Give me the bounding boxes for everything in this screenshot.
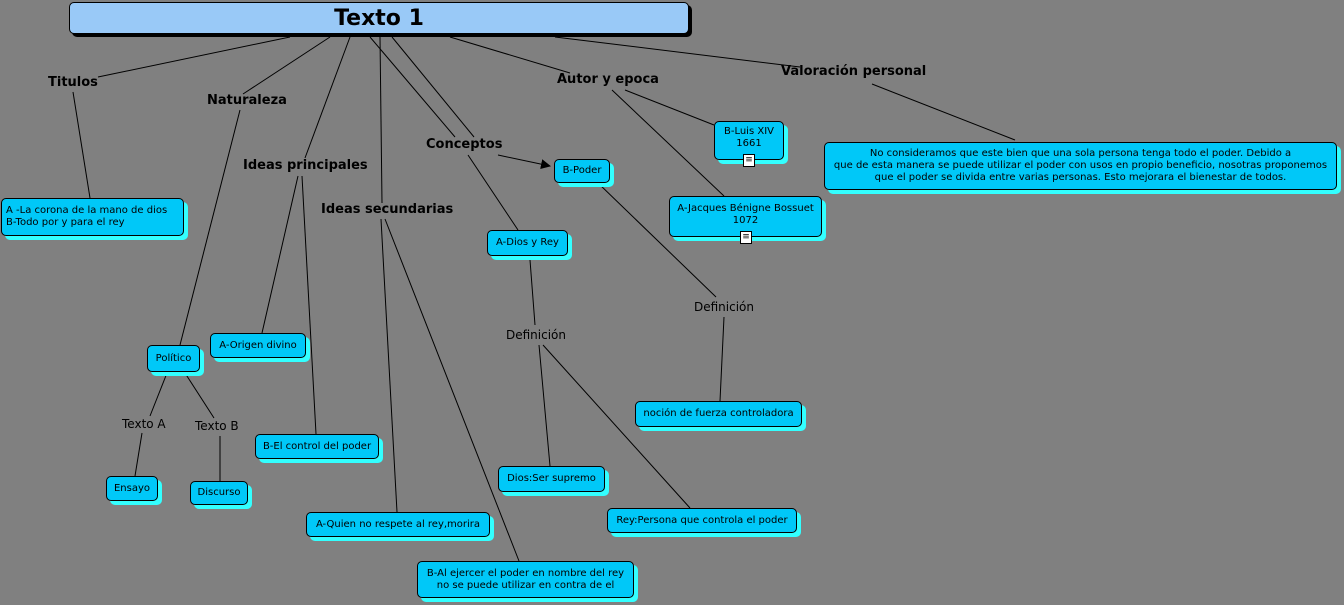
valoracion-line-3: que el poder se divida entre varias pers… (874, 172, 1287, 183)
node-dios-y-rey[interactable]: A-Dios y Rey (487, 230, 568, 256)
document-icon[interactable]: ≡ (740, 231, 752, 244)
node-b-poder[interactable]: B-Poder (554, 159, 610, 183)
document-icon[interactable]: ≡ (743, 154, 755, 167)
label-definicion-poder[interactable]: Definición (694, 300, 754, 314)
node-quien-no-respete[interactable]: A-Quien no respete al rey,morira (306, 512, 490, 537)
link-title-autor (449, 36, 571, 74)
link-titulos-box (72, 91, 91, 199)
link-diosrey-def (529, 259, 536, 326)
label-conceptos[interactable]: Conceptos (426, 137, 503, 152)
node-control-poder[interactable]: B-El control del poder (255, 434, 379, 459)
label-naturaleza[interactable]: Naturaleza (207, 93, 287, 108)
node-discurso[interactable]: Discurso (190, 481, 248, 505)
node-politico[interactable]: Político (147, 345, 200, 372)
link-is-aljercer (384, 218, 520, 562)
link-politico-textob (184, 372, 215, 419)
link-title-ideas-mid (391, 36, 475, 138)
node-luis-line-2: 1661 (736, 138, 762, 149)
node-luis-xiv[interactable]: B-Luis XIV 1661 (714, 121, 784, 160)
valoracion-line-1: No consideramos que este bien que una so… (869, 148, 1292, 159)
node-al-ejercer-line-2: no se puede utilizar en contra de el (436, 579, 615, 591)
link-title-valoracion (554, 36, 801, 68)
valoracion-line-2: que de esta manera se puede utilizar el … (833, 160, 1328, 171)
label-texto-a[interactable]: Texto A (122, 417, 166, 431)
node-jacques-line-1: A-Jacques Bénigne Bossuet (677, 203, 814, 214)
link-title-ideas-principales (304, 36, 351, 159)
link-title-conceptos (369, 36, 456, 138)
node-al-ejercer-line-1: B-Al ejercer el poder en nombre del rey (426, 567, 625, 579)
link-conceptos-bpoder (497, 154, 551, 170)
link-title-naturaleza (242, 36, 331, 95)
node-valoracion-text[interactable]: No consideramos que este bien que una so… (824, 142, 1337, 190)
node-titulos-box[interactable]: A -La corona de la mano de dios B-Todo p… (1, 198, 184, 236)
node-jacques[interactable]: A-Jacques Bénigne Bossuet 1072 (669, 196, 822, 237)
link-autor-luis (624, 89, 715, 126)
node-nocion-fuerza[interactable]: noción de fuerza controladora (635, 401, 802, 427)
link-ip-control (301, 175, 317, 435)
link-textoa-ensayo (134, 432, 143, 477)
link-politico-textoa (149, 372, 168, 417)
label-titulos[interactable]: Titulos (48, 75, 98, 90)
label-texto-b[interactable]: Texto B (195, 419, 239, 433)
link-ip-origen (261, 175, 299, 334)
link-title-titulos (97, 36, 291, 78)
link-def-dios (538, 344, 551, 467)
node-titulos-line-2: B-Todo por y para el rey (6, 217, 125, 228)
node-titulos-line-1: A -La corona de la mano de dios (6, 205, 168, 216)
link-is-quien (380, 218, 398, 513)
label-valoracion[interactable]: Valoración personal (781, 64, 927, 79)
map-title[interactable]: Texto 1 (69, 2, 689, 34)
link-conceptos-diosrey (467, 154, 519, 231)
node-dios-ser-supremo[interactable]: Dios:Ser supremo (498, 466, 605, 492)
label-ideas-principales[interactable]: Ideas principales (243, 158, 368, 173)
node-rey-persona[interactable]: Rey:Persona que controla el poder (607, 508, 797, 533)
label-autor-epoca[interactable]: Autor y epoca (557, 72, 659, 87)
link-naturaleza-politico (179, 109, 241, 346)
node-jacques-line-2: 1072 (732, 215, 759, 226)
label-ideas-secundarias[interactable]: Ideas secundarias (321, 202, 454, 217)
node-luis-line-1: B-Luis XIV (723, 126, 774, 137)
link-title-ideas-secundarias (379, 36, 383, 204)
link-def2-nocion (719, 316, 725, 402)
link-autor-jacques (611, 89, 725, 197)
node-ensayo[interactable]: Ensayo (106, 476, 158, 501)
link-valoracion-text (871, 83, 1016, 141)
node-origen-divino[interactable]: A-Origen divino (210, 333, 306, 358)
node-al-ejercer[interactable]: B-Al ejercer el poder en nombre del rey … (417, 561, 634, 598)
label-definicion-dios-rey[interactable]: Definición (506, 328, 566, 342)
